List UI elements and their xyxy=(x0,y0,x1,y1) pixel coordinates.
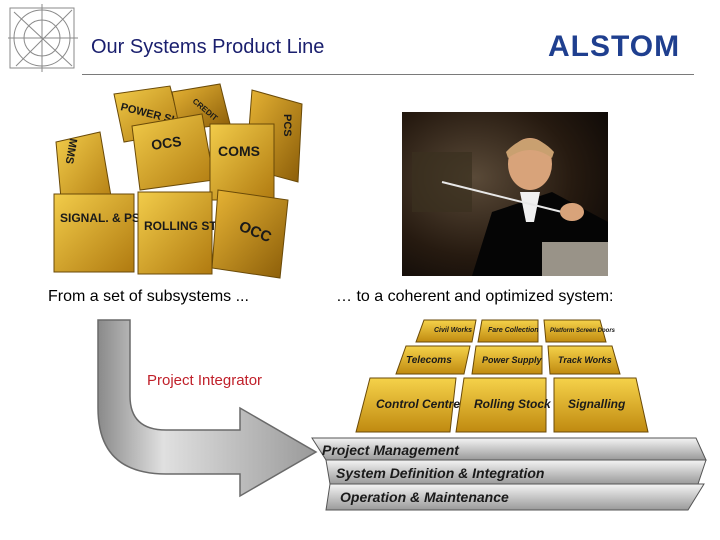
svg-text:OCS: OCS xyxy=(150,133,182,153)
grid-row-top: Civil Works Fare Collection Platform Scr… xyxy=(415,319,616,343)
svg-text:Track Works: Track Works xyxy=(558,355,612,365)
layer-operation-maintenance: Operation & Maintenance xyxy=(325,483,705,511)
svg-text:Signalling: Signalling xyxy=(568,397,626,411)
cube-occ: OCC xyxy=(211,189,289,279)
corner-compass-drawing-icon xyxy=(8,4,78,72)
cube-mms: MMS xyxy=(55,131,113,211)
svg-text:System Definition & Integratio: System Definition & Integration xyxy=(336,465,544,481)
svg-text:Telecoms: Telecoms xyxy=(406,355,452,366)
curved-arrow-icon xyxy=(97,319,318,498)
orchestra-conductor-photo xyxy=(402,112,608,276)
grid-row-front: Control Centre Rolling Stock Signalling xyxy=(355,377,649,433)
svg-text:Platform Screen Doors: Platform Screen Doors xyxy=(550,328,616,334)
page-title: Our Systems Product Line xyxy=(91,36,325,58)
svg-text:Civil Works: Civil Works xyxy=(434,327,472,334)
subsystems-caption: From a set of subsystems ... xyxy=(48,288,249,305)
svg-text:MMS: MMS xyxy=(63,137,79,164)
system-grid-image: Operation & Maintenance System Definitio… xyxy=(311,319,707,511)
svg-text:Power Supply: Power Supply xyxy=(482,355,543,365)
system-caption: … to a coherent and optimized system: xyxy=(336,288,614,305)
cube-ocs: OCS xyxy=(131,113,215,191)
svg-text:Control Centre: Control Centre xyxy=(376,397,460,411)
header-divider xyxy=(82,74,694,75)
svg-text:Project Management: Project Management xyxy=(322,442,460,458)
layer-project-management: Project Management xyxy=(311,437,707,461)
svg-text:PCS: PCS xyxy=(281,114,293,137)
subsystem-cubes-image: POWER SUPPLY CREDIT PCS MMS OCS COMS SIG… xyxy=(53,83,303,279)
svg-text:Fare Collection: Fare Collection xyxy=(488,327,539,334)
svg-text:Rolling Stock: Rolling Stock xyxy=(474,397,552,411)
cube-coms: COMS xyxy=(209,123,275,201)
svg-text:COMS: COMS xyxy=(218,143,260,159)
alstom-logo: ALSTOM xyxy=(548,30,680,64)
svg-text:Operation & Maintenance: Operation & Maintenance xyxy=(340,489,509,505)
svg-text:SIGNAL. & PSD: SIGNAL. & PSD xyxy=(60,211,149,225)
logo-text: ALSTOM xyxy=(548,30,681,63)
project-integrator-label: Project Integrator xyxy=(147,372,263,389)
grid-row-second: Telecoms Power Supply Track Works xyxy=(395,345,621,375)
cube-signal-psd: SIGNAL. & PSD xyxy=(53,193,149,273)
layer-system-definition: System Definition & Integration xyxy=(325,459,707,485)
